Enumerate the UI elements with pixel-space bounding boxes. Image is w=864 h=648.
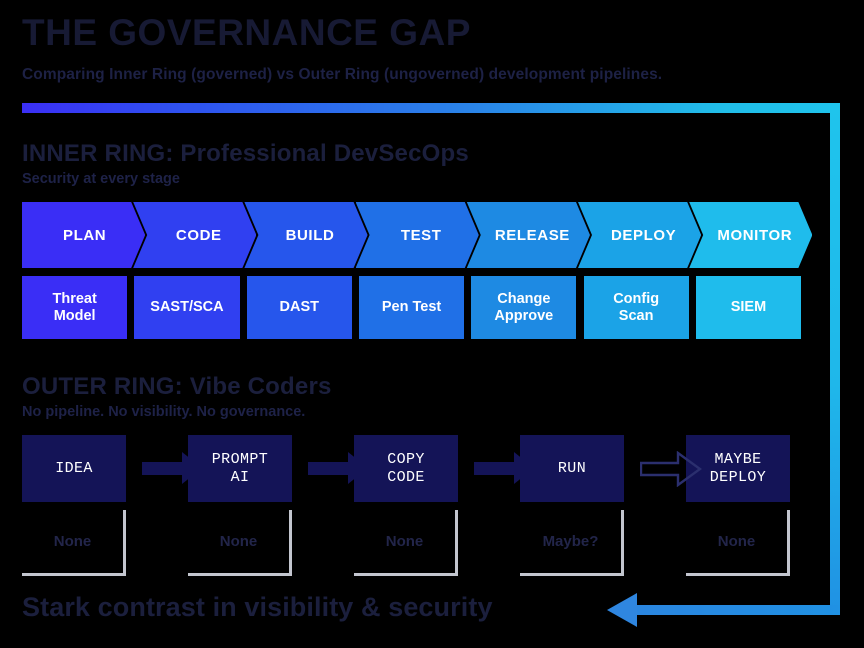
governance-cell: None [188,510,292,576]
vibe-step-box[interactable]: IDEA [22,435,126,502]
pipeline-stage-code[interactable]: CODE [133,202,256,268]
security-control-label: Change Approve [494,290,554,324]
security-control-label: SIEM [730,299,767,316]
governance-label: None [219,533,258,550]
accent-bracket-top [22,103,840,113]
pipeline-stage-label: DEPLOY [610,226,677,244]
governance-label: None [717,533,756,550]
footer-caption: Stark contrast in visibility & security [22,592,493,622]
security-control-cell[interactable]: Threat Model [22,276,128,339]
flow-arrow-icon [308,452,368,484]
inner-ring-subtitle: Security at every stage [22,171,180,187]
security-control-cell[interactable]: Config Scan [583,276,689,339]
flow-arrow-icon [142,452,202,484]
pipeline-stage-plan[interactable]: PLAN [22,202,145,268]
pipeline-stage-label: BUILD [285,226,335,244]
governance-label: None [53,533,92,550]
vibe-step-label: PROMPT AI [211,450,269,486]
vibe-step-label: MAYBE DEPLOY [709,450,767,486]
governance-cell: Maybe? [520,510,624,576]
page-title: THE GOVERNANCE GAP [22,12,471,53]
pipeline-stage-label: CODE [175,226,222,244]
accent-bracket-right [830,103,840,615]
inner-ring-title: INNER RING: Professional DevSecOps [22,140,469,167]
security-control-label: SAST/SCA [150,299,224,316]
page-subtitle: Comparing Inner Ring (governed) vs Outer… [22,66,663,83]
vibe-step-label: RUN [557,459,587,477]
outer-ring-subtitle: No pipeline. No visibility. No governanc… [22,404,306,420]
inner-ring-controls-row: Threat Model SAST/SCA DAST Pen Test Change A… [22,276,818,339]
governance-cell: None [354,510,458,576]
pipeline-stage-release[interactable]: RELEASE [467,202,590,268]
pipeline-stage-label: MONITOR [717,226,793,244]
governance-cell: None [686,510,790,576]
outer-ring-governance-row: None None None Maybe? None [22,510,818,576]
governance-label: Maybe? [542,533,599,550]
vibe-step-box[interactable]: MAYBE DEPLOY [686,435,790,502]
outer-ring-steps-row: IDEA PROMPT AI COPY CODE RUN MAYBE DEPLOY [22,435,818,502]
pipeline-stage-label: RELEASE [494,226,570,244]
pipeline-stage-label: PLAN [62,226,107,244]
outer-ring-title: OUTER RING: Vibe Coders [22,373,332,400]
pipeline-stage-monitor[interactable]: MONITOR [689,202,812,268]
vibe-step-label: IDEA [55,459,93,477]
security-control-label: Pen Test [381,299,442,316]
pipeline-stage-label: TEST [400,226,442,244]
flow-arrow-outline-icon [639,450,703,492]
accent-bracket-bottom [635,605,838,615]
inner-ring-pipeline: PLAN CODE BUILD TEST RELEASE DEPLOY MONITOR [22,202,832,268]
security-control-cell[interactable]: Pen Test [358,276,465,339]
governance-cell: None [22,510,126,576]
flow-arrow-icon [474,452,534,484]
security-control-cell[interactable]: DAST [246,276,352,339]
vibe-step-box[interactable]: RUN [520,435,624,502]
vibe-step-label: COPY CODE [387,450,425,486]
security-control-label: Config Scan [613,290,660,324]
pipeline-stage-test[interactable]: TEST [356,202,479,268]
vibe-step-box[interactable]: PROMPT AI [188,435,292,502]
pipeline-stage-deploy[interactable]: DEPLOY [578,202,701,268]
security-control-cell[interactable]: Change Approve [471,276,577,339]
security-control-label: DAST [279,299,319,316]
pipeline-stage-build[interactable]: BUILD [244,202,367,268]
vibe-step-box[interactable]: COPY CODE [354,435,458,502]
security-control-cell[interactable]: SAST/SCA [134,276,240,339]
security-control-label: Threat Model [52,290,97,324]
security-control-cell[interactable]: SIEM [695,276,802,339]
accent-bracket-arrow-icon [607,593,637,627]
governance-label: None [385,533,424,550]
